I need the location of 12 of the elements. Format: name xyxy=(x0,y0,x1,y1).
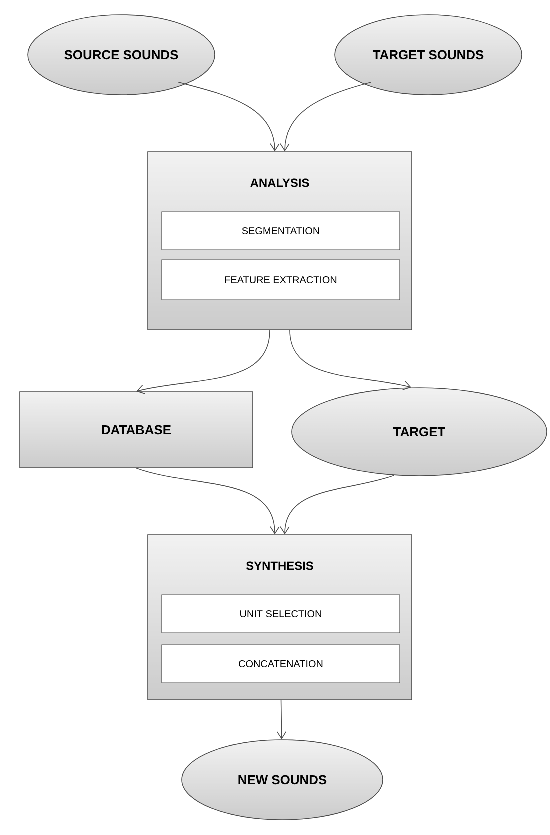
arrow xyxy=(290,330,412,390)
arrow xyxy=(136,468,280,535)
arrow xyxy=(280,475,395,535)
arrow xyxy=(178,82,280,152)
step-box: FEATURE EXTRACTION xyxy=(162,260,400,300)
process-box: DATABASE xyxy=(20,392,254,468)
arrow xyxy=(280,82,372,152)
arrow xyxy=(276,700,287,740)
step-box: SEGMENTATION xyxy=(162,212,400,250)
arrow xyxy=(136,330,270,394)
step-box: CONCATENATION xyxy=(162,644,400,684)
step-box: UNIT SELECTION xyxy=(162,594,400,634)
